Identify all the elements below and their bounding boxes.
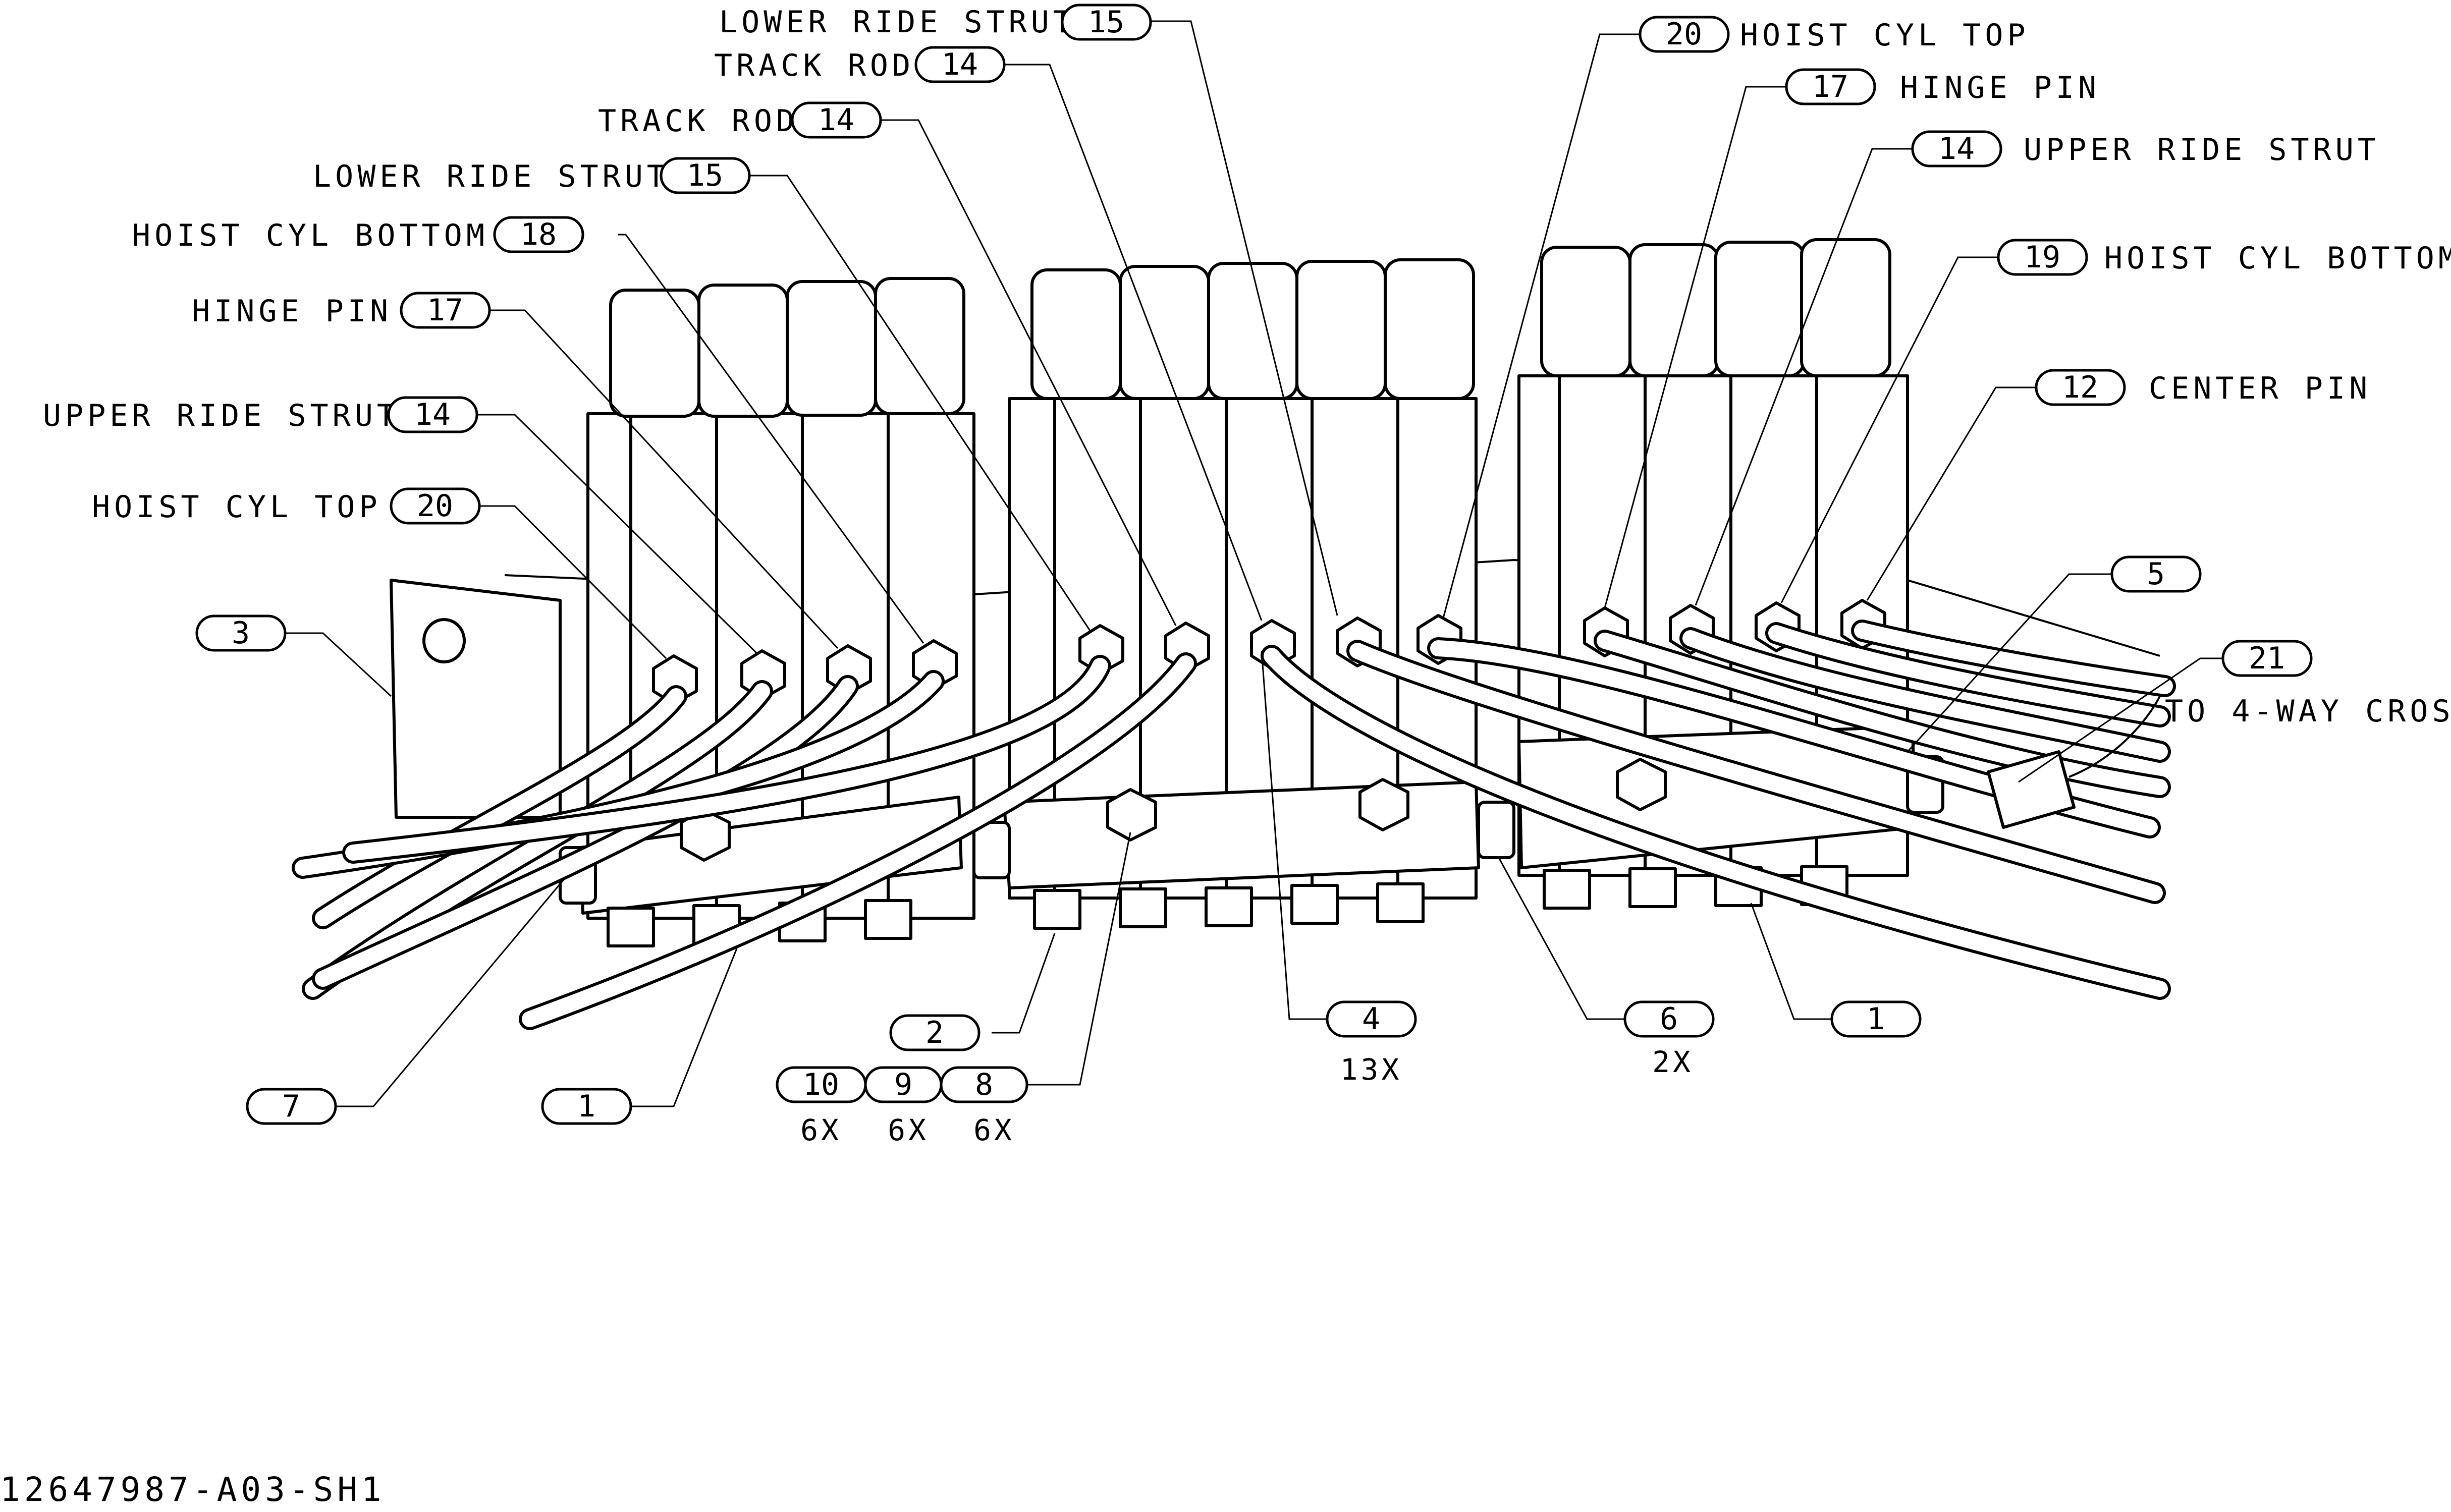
svg-text:20: 20: [417, 488, 453, 524]
svg-text:13X: 13X: [1340, 1052, 1402, 1087]
hex-bolt: [1358, 778, 1409, 831]
mounting-bracket: [390, 579, 562, 819]
svg-text:4: 4: [1362, 1001, 1380, 1037]
callout-6[interactable]: 6 2X: [1623, 1000, 1715, 1079]
callout-9[interactable]: 9 6X: [864, 1066, 943, 1147]
tie-rod-nut: [1477, 801, 1515, 859]
callout-7[interactable]: 7: [246, 1088, 337, 1125]
callout-10[interactable]: 10 6X: [776, 1066, 867, 1147]
svg-text:14: 14: [942, 47, 978, 82]
callout-2[interactable]: 2: [889, 1014, 981, 1051]
svg-text:TO 4-WAY CROSS: TO 4-WAY CROSS: [2165, 694, 2451, 729]
svg-text:1: 1: [1867, 1001, 1885, 1037]
hex-bolt: [1106, 788, 1157, 842]
callout-track-rod-14[interactable]: TRACK ROD 14: [598, 101, 882, 139]
svg-text:HINGE PIN: HINGE PIN: [1900, 70, 2100, 105]
svg-text:14: 14: [1938, 131, 1975, 166]
callout-4[interactable]: 4 13X: [1326, 1000, 1417, 1087]
svg-text:5: 5: [2147, 556, 2165, 592]
svg-text:8: 8: [975, 1067, 993, 1102]
svg-text:9: 9: [894, 1067, 912, 1102]
svg-text:12: 12: [2062, 370, 2098, 405]
svg-text:UPPER RIDE STRUT: UPPER RIDE STRUT: [43, 398, 399, 433]
callout-1-right[interactable]: 1: [1830, 1000, 1922, 1038]
svg-text:15: 15: [687, 158, 723, 193]
svg-text:14: 14: [414, 397, 451, 432]
svg-text:HOIST CYL TOP: HOIST CYL TOP: [1740, 18, 2030, 53]
callout-hinge-pin-17-left[interactable]: HINGE PIN 17: [192, 292, 491, 329]
callout-track-rod-14-top[interactable]: TRACK ROD 14: [714, 46, 1006, 83]
bracket-hole: [422, 618, 466, 663]
tie-rod-nut: [972, 821, 1011, 879]
svg-text:CENTER PIN: CENTER PIN: [2149, 371, 2371, 406]
callout-1-left[interactable]: 1: [541, 1088, 632, 1125]
svg-text:HOIST CYL TOP: HOIST CYL TOP: [92, 489, 382, 525]
frame-rail-low: [1907, 579, 2160, 657]
svg-text:18: 18: [520, 217, 557, 252]
callout-hoist-cyl-bottom-19[interactable]: 19 HOIST CYL BOTTOM: [1997, 239, 2451, 276]
svg-text:10: 10: [803, 1067, 839, 1102]
callout-upper-ride-strut-14-right[interactable]: 14 UPPER RIDE STRUT: [1911, 130, 2380, 167]
svg-text:7: 7: [282, 1089, 300, 1124]
svg-text:6: 6: [1660, 1001, 1678, 1037]
svg-text:21: 21: [2249, 641, 2285, 676]
svg-text:20: 20: [1666, 17, 1702, 52]
svg-text:HOIST CYL BOTTOM: HOIST CYL BOTTOM: [132, 218, 488, 253]
leader-lines: [280, 20, 2223, 1107]
svg-text:6X: 6X: [800, 1113, 842, 1147]
svg-text:TRACK ROD: TRACK ROD: [714, 48, 914, 83]
callout-hoist-cyl-top-20-left[interactable]: HOIST CYL TOP 20: [92, 487, 481, 525]
svg-text:6X: 6X: [973, 1113, 1015, 1147]
svg-text:17: 17: [427, 293, 463, 328]
svg-text:HOIST CYL BOTTOM: HOIST CYL BOTTOM: [2104, 241, 2451, 276]
callout-5[interactable]: 5: [2110, 555, 2202, 593]
callout-upper-ride-strut-14-left[interactable]: UPPER RIDE STRUT 14: [43, 396, 478, 433]
svg-text:14: 14: [818, 102, 854, 138]
valve-manifold-illustration: [292, 238, 2176, 1030]
callout-lower-ride-strut-15-top[interactable]: LOWER RIDE STRUT 15: [719, 4, 1152, 41]
svg-text:1: 1: [577, 1089, 595, 1124]
svg-text:LOWER RIDE STRUT: LOWER RIDE STRUT: [719, 5, 1075, 40]
document-number: 12647987-A03-SH1: [0, 1470, 386, 1509]
hex-bolt: [1616, 758, 1667, 811]
bottom-fittings: [607, 865, 1848, 947]
callout-hoist-cyl-top-20-right[interactable]: 20 HOIST CYL TOP: [1639, 16, 2030, 53]
pipe-to-cross: [2068, 696, 2161, 778]
callouts: LOWER RIDE STRUT 15 TRACK ROD 14 TRACK R…: [43, 4, 2451, 1147]
svg-text:3: 3: [232, 615, 250, 651]
svg-text:19: 19: [2024, 240, 2060, 275]
svg-text:6X: 6X: [888, 1113, 929, 1147]
svg-text:LOWER RIDE STRUT: LOWER RIDE STRUT: [313, 159, 669, 194]
svg-text:TRACK ROD: TRACK ROD: [598, 103, 798, 139]
svg-text:UPPER RIDE STRUT: UPPER RIDE STRUT: [2024, 132, 2380, 167]
svg-text:15: 15: [1088, 5, 1124, 40]
callout-hinge-pin-17-right[interactable]: 17 HINGE PIN: [1785, 68, 2100, 105]
callout-to-4-way-cross-21[interactable]: 21 TO 4-WAY CROSS: [2165, 640, 2451, 729]
cross-fitting: [1987, 750, 2076, 829]
svg-text:2: 2: [925, 1015, 944, 1050]
callout-hoist-cyl-bottom-18[interactable]: HOIST CYL BOTTOM 18: [132, 216, 584, 253]
callout-center-pin-12[interactable]: 12 CENTER PIN: [2035, 369, 2371, 406]
svg-text:2X: 2X: [1652, 1045, 1694, 1079]
callout-8[interactable]: 8 6X: [940, 1066, 1028, 1147]
svg-text:HINGE PIN: HINGE PIN: [192, 294, 392, 329]
callout-3[interactable]: 3: [195, 614, 287, 652]
callout-lower-ride-strut-15[interactable]: LOWER RIDE STRUT 15: [313, 157, 751, 194]
svg-text:17: 17: [1812, 69, 1848, 104]
